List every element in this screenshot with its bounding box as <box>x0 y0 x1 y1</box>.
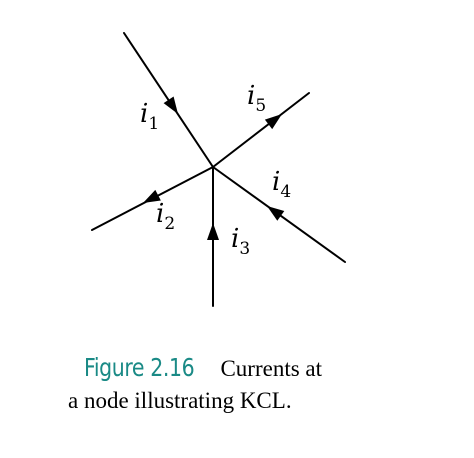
label-i4: i4 <box>272 167 291 202</box>
figure-number: Figure 2.16 <box>84 353 195 382</box>
branch-3-arrow <box>207 223 219 240</box>
figure-caption: Figure 2.16 Currents at a node illustrati… <box>68 352 464 417</box>
label-i2: i2 <box>156 199 175 234</box>
branch-5-wire <box>212 92 310 168</box>
branch-2-arrow <box>143 189 161 203</box>
branch-4-arrow <box>267 206 285 221</box>
caption-text-1: Currents at <box>220 356 323 381</box>
label-i5: i5 <box>247 81 266 116</box>
caption-line-1: Figure 2.16 Currents at <box>84 352 464 385</box>
caption-line-2: a node illustrating KCL. <box>68 385 464 417</box>
branch-5-arrow <box>264 114 282 130</box>
kcl-node-diagram: i1 i5 i4 i2 i3 <box>91 32 346 307</box>
label-i1: i1 <box>140 99 159 134</box>
branch-1-arrow <box>163 96 178 114</box>
caption-text-2: a node illustrating KCL. <box>68 388 292 413</box>
label-i3: i3 <box>231 224 250 259</box>
